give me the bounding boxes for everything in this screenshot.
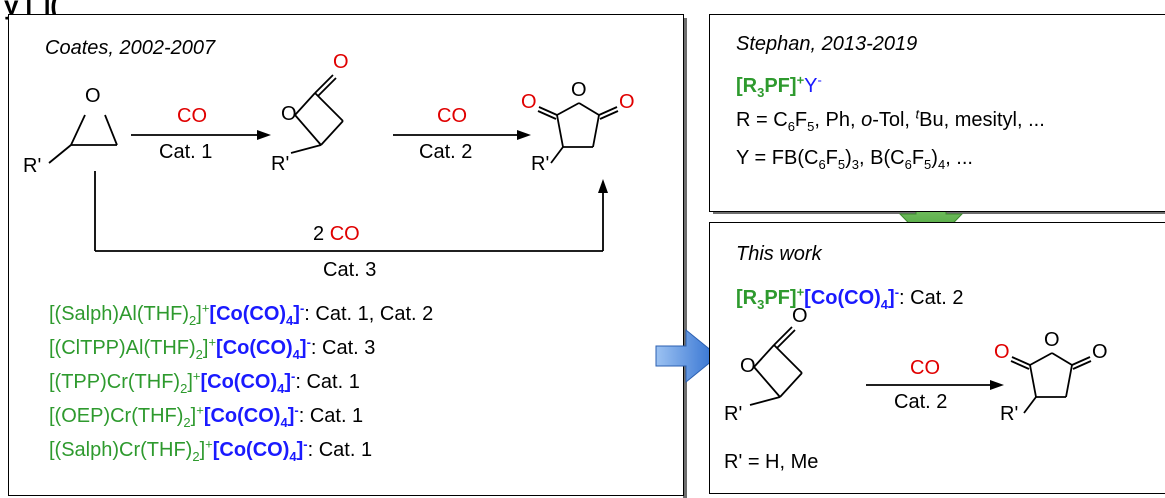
double-carbonylation-catalyst: Cat. 3 <box>323 259 377 281</box>
coates-title: Coates, 2002-2007 <box>45 37 216 59</box>
left-panel-shadow <box>683 18 687 498</box>
reagent-co: CO <box>910 357 940 379</box>
this-work-panel: This work [R3PF]+[Co(CO)4]-: Cat. 2 <box>709 222 1165 494</box>
anhydride-ring-oxygen: O <box>1044 329 1060 351</box>
anhydride-carbonyl-oxygen-right: O <box>619 91 635 113</box>
phosphonium-salt: [R3PF]+Y- <box>736 72 822 100</box>
lactone-carbonyl-oxygen: O <box>333 51 349 73</box>
anhydride-r-group: R' <box>1000 403 1019 425</box>
step2-reagent: CO <box>437 105 467 127</box>
coates-scheme-drawing <box>48 74 619 252</box>
catalyst-entry: [(OEP)Cr(THF)2]+[Co(CO)4]-: Cat. 1 <box>49 402 364 430</box>
anhydride-carbonyl-oxygen-right: O <box>1092 341 1108 363</box>
y-anion-list: Y = FB(C6F5)3, B(C6F5)4, ... <box>736 147 973 172</box>
lactone-ring-oxygen: O <box>281 103 297 125</box>
catalyst-entry: [(Salph)Cr(THF)2]+[Co(CO)4]-: Cat. 1 <box>49 436 373 464</box>
catalyst-entry: [(TPP)Cr(THF)2]+[Co(CO)4]-: Cat. 1 <box>49 368 360 396</box>
catalyst-label: Cat. 2 <box>894 391 948 413</box>
r-definition: R' = H, Me <box>724 451 819 473</box>
step1-catalyst: Cat. 1 <box>159 141 213 163</box>
r-substituent-list: R = C6F5, Ph, o-Tol, tBu, mesityl, ... <box>736 106 1045 134</box>
epoxide-r-group: R' <box>23 155 42 177</box>
this-work-title: This work <box>736 243 822 265</box>
this-work-catalyst: [R3PF]+[Co(CO)4]-: Cat. 2 <box>736 284 964 312</box>
anhydride-r-group: R' <box>531 153 550 175</box>
this-work-scheme-drawing <box>749 326 1092 414</box>
coates-panel: Coates, 2002-2007 <box>8 14 684 496</box>
lactone-ring-oxygen: O <box>740 355 756 377</box>
anhydride-carbonyl-oxygen-left: O <box>994 341 1010 363</box>
catalyst-entry: [(Salph)Al(THF)2]+[Co(CO)4]-: Cat. 1, Ca… <box>49 300 434 328</box>
stephan-panel: Stephan, 2013-2019 [R3PF]+Y- R = C6F5, P… <box>709 14 1165 212</box>
lactone-carbonyl-oxygen: O <box>792 305 808 327</box>
lactone-r-group: R' <box>724 403 743 425</box>
double-carbonylation-reagent: 2 CO <box>313 223 360 245</box>
step1-reagent: CO <box>177 105 207 127</box>
anhydride-ring-oxygen: O <box>571 79 587 101</box>
step2-catalyst: Cat. 2 <box>419 141 473 163</box>
epoxide-oxygen: O <box>85 85 101 107</box>
lactone-r-group: R' <box>271 153 290 175</box>
stephan-title: Stephan, 2013-2019 <box>736 33 918 55</box>
catalyst-entry: [(ClTPP)Al(THF)2]+[Co(CO)4]-: Cat. 3 <box>49 334 376 362</box>
anhydride-carbonyl-oxygen-left: O <box>521 91 537 113</box>
